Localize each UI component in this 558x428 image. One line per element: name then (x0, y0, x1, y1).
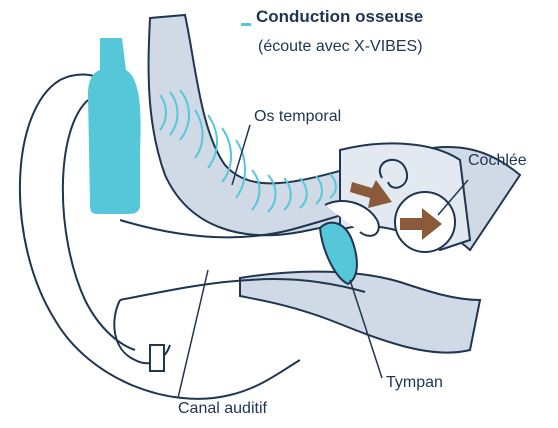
label-canal-auditif: Canal auditif (178, 400, 267, 418)
tragus (150, 345, 164, 371)
os-temporal-leader (232, 125, 250, 185)
label-tympan: Tympan (386, 374, 443, 392)
bone-conduction-device-icon (88, 38, 141, 214)
legend-marker (241, 23, 251, 26)
label-os-temporal: Os temporal (254, 108, 341, 126)
canal-auditif-leader (178, 270, 208, 398)
legend-title: Conduction osseuse (256, 7, 423, 27)
label-cochlee: Cochlée (468, 152, 527, 170)
legend-subtitle: (écoute avec X-VIBES) (258, 38, 423, 56)
